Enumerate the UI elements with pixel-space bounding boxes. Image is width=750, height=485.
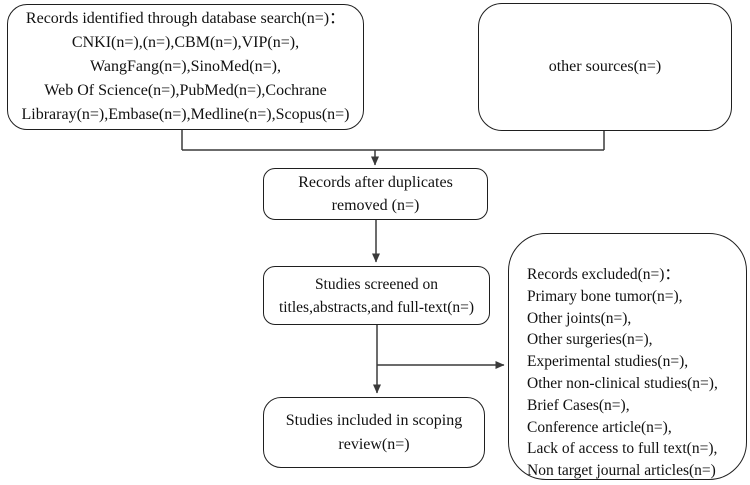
box-duplicates-removed: Records after duplicates removed (n=) xyxy=(263,168,488,220)
box-studies-included: Studies included in scoping review(n=) xyxy=(263,397,485,468)
box-records-excluded-text: Records excluded(n=)： Primary bone tumor… xyxy=(527,266,718,480)
box-records-identified-text: Records identified through database sear… xyxy=(21,10,350,123)
box-studies-screened-text: Studies screened on titles,abstracts,and… xyxy=(278,275,475,316)
box-other-sources: other sources(n=) xyxy=(478,3,732,131)
box-duplicates-removed-text: Records after duplicates removed (n=) xyxy=(298,174,453,214)
box-studies-included-text: Studies included in scoping review(n=) xyxy=(285,411,463,453)
box-other-sources-text: other sources(n=) xyxy=(548,58,662,75)
box-records-excluded: Records excluded(n=)： Primary bone tumor… xyxy=(508,233,747,480)
box-records-identified: Records identified through database sear… xyxy=(7,4,364,130)
box-studies-screened: Studies screened on titles,abstracts,and… xyxy=(263,266,490,325)
